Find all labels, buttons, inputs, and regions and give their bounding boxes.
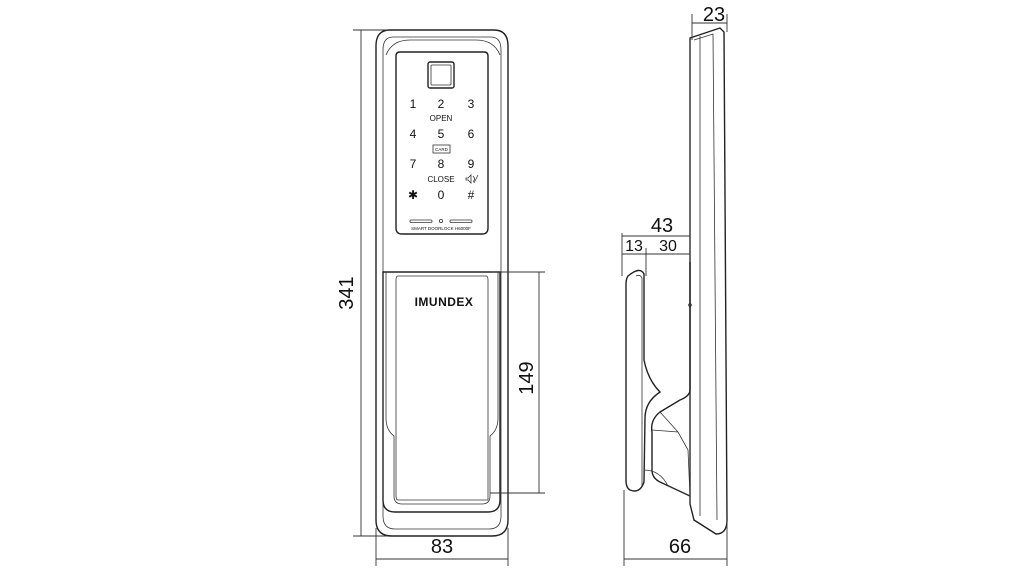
- card-label: CARD: [435, 147, 449, 152]
- lock-body-inner-outline: [382, 36, 502, 530]
- key-hash[interactable]: #: [468, 188, 475, 202]
- model-label: SMART DOORLOCK H6000F: [411, 226, 471, 231]
- dim-handle-height: 149: [516, 361, 538, 394]
- card-reader-box: [432, 144, 451, 154]
- dim-height: 341: [336, 276, 358, 309]
- side-body-inner: [693, 33, 718, 521]
- brand-logo: IMUNDEX: [415, 295, 474, 309]
- front-dimensions: 341 83 149: [336, 29, 545, 566]
- indicator-right: [449, 219, 473, 223]
- fingerprint-sensor: [427, 61, 455, 89]
- dim-total-depth: 66: [669, 536, 691, 558]
- handle-outer[interactable]: [382, 271, 501, 513]
- key-3[interactable]: 3: [468, 97, 475, 111]
- side-dimensions: 23 43 13 30 66: [621, 4, 728, 566]
- key-7[interactable]: 7: [410, 157, 417, 171]
- top-bevel: [385, 39, 501, 56]
- indicator-dot: [438, 218, 443, 223]
- side-view: [625, 27, 728, 535]
- side-handle-grip: [625, 269, 662, 492]
- key-6[interactable]: 6: [468, 127, 475, 141]
- dim-handle-offset: 43: [651, 215, 673, 237]
- dim-width: 83: [431, 536, 453, 558]
- handle-inner: [395, 275, 489, 501]
- key-2[interactable]: 2: [438, 97, 445, 111]
- key-4[interactable]: 4: [410, 127, 417, 141]
- keypad-panel: [395, 51, 489, 235]
- dim-top-depth: 23: [703, 4, 725, 26]
- indicator-left: [409, 219, 433, 223]
- key-star[interactable]: ✱: [408, 188, 418, 202]
- handle-frame: [385, 272, 499, 505]
- volume-icon: [465, 174, 479, 184]
- side-body-outline: [689, 27, 728, 535]
- side-handle-outline[interactable]: [650, 262, 691, 497]
- key-0[interactable]: 0: [438, 188, 445, 202]
- lock-body-outline: [375, 29, 509, 537]
- key-1[interactable]: 1: [410, 97, 417, 111]
- dim-handle-inner: 13: [625, 238, 643, 255]
- close-label: CLOSE: [427, 175, 454, 184]
- key-5[interactable]: 5: [438, 127, 445, 141]
- fingerprint-sensor-inner: [430, 64, 452, 86]
- front-view: 1 2 3 OPEN 4 5 6 CARD 7 8 9 CLOSE ✱ 0 # …: [375, 29, 509, 537]
- key-8[interactable]: 8: [438, 157, 445, 171]
- key-9[interactable]: 9: [468, 157, 475, 171]
- open-label: OPEN: [430, 114, 453, 123]
- dim-handle-outer: 30: [659, 238, 677, 255]
